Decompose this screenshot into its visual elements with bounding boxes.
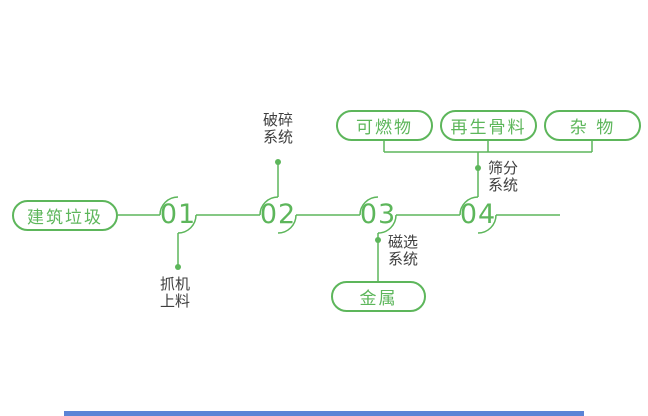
feeding-dot xyxy=(175,264,181,270)
magnetic-dot xyxy=(375,237,381,243)
feeding-label-line2: 上料 xyxy=(159,292,190,310)
node-number-02: 02 xyxy=(259,199,297,230)
screening-label: 筛分 系统 xyxy=(488,160,518,194)
source-pill-construction-waste: 建筑垃圾 xyxy=(12,200,118,231)
screening-label-line1: 筛分 xyxy=(488,159,519,177)
feeding-label-line1: 抓机 xyxy=(159,275,190,293)
screening-dot xyxy=(475,165,481,171)
crushing-label-line1: 破碎 xyxy=(262,111,293,129)
output-pill-misc: 杂 物 xyxy=(544,110,641,141)
crushing-dot xyxy=(275,159,281,165)
node-number-01: 01 xyxy=(159,199,197,230)
screening-label-line2: 系统 xyxy=(488,176,519,194)
magnetic-label-line2: 系统 xyxy=(388,250,419,268)
crushing-label-line2: 系统 xyxy=(262,128,293,146)
connector-dots xyxy=(175,159,481,270)
flow-lines xyxy=(118,141,593,281)
feeding-label: 抓机 上料 xyxy=(147,276,203,310)
crushing-label: 破碎 系统 xyxy=(250,112,306,146)
output-pill-combustible: 可燃物 xyxy=(336,110,433,141)
magnetic-label-line1: 磁选 xyxy=(388,233,419,251)
output-pill-metal: 金属 xyxy=(331,281,426,312)
node-bracket-arcs xyxy=(159,196,497,234)
branch-lines xyxy=(177,141,593,281)
magnetic-label: 磁选 系统 xyxy=(388,234,418,268)
node-number-04: 04 xyxy=(459,199,497,230)
bottom-edge-element xyxy=(64,411,584,416)
node-number-03: 03 xyxy=(359,199,397,230)
output-pill-recycled-aggregate: 再生骨料 xyxy=(440,110,537,141)
